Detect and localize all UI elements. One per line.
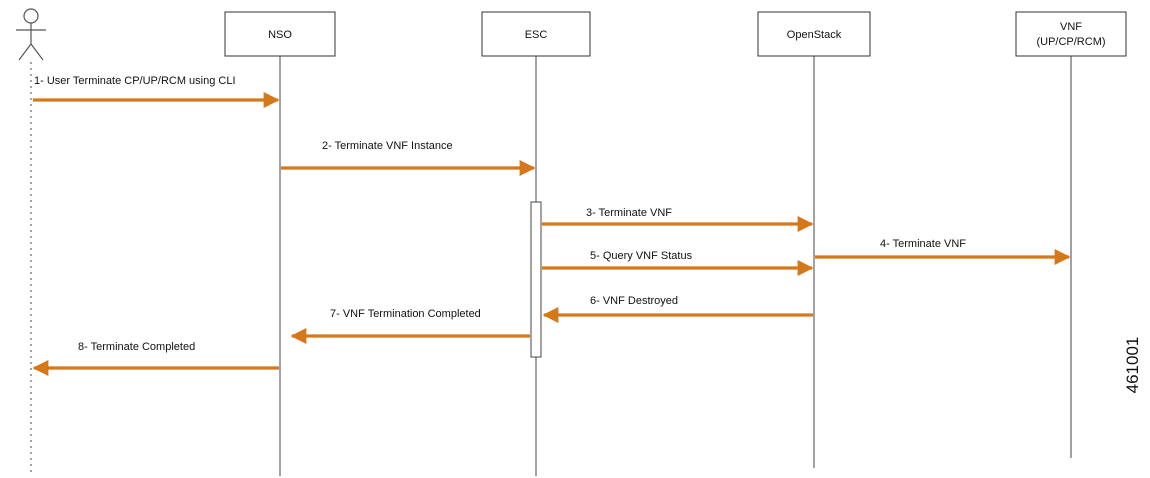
user-actor xyxy=(16,8,46,476)
message-1-label: 1- User Terminate CP/UP/RCM using CLI xyxy=(34,75,236,87)
stick-figure-icon xyxy=(16,8,46,61)
message-3: 3- Terminate VNF xyxy=(542,207,814,232)
message-7-label: 7- VNF Termination Completed xyxy=(330,308,481,320)
esc-box xyxy=(481,11,591,57)
participant-nso: NSO xyxy=(224,11,336,476)
esc-label: ESC xyxy=(525,29,548,41)
vnf-label-line1: VNF xyxy=(1060,21,1082,33)
message-2-label: 2- Terminate VNF Instance xyxy=(322,140,453,152)
message-4-label: 4- Terminate VNF xyxy=(880,238,966,250)
message-6-label: 6- VNF Destroyed xyxy=(590,295,678,307)
participant-openstack: OpenStack xyxy=(757,11,871,468)
message-7: 7- VNF Termination Completed xyxy=(290,308,530,344)
openstack-box xyxy=(757,11,871,57)
message-6: 6- VNF Destroyed xyxy=(542,295,813,323)
message-1: 1- User Terminate CP/UP/RCM using CLI xyxy=(33,75,280,108)
nso-box xyxy=(224,11,336,57)
openstack-label: OpenStack xyxy=(787,29,842,41)
participant-vnf: VNF (UP/CP/RCM) xyxy=(1015,11,1127,458)
message-5: 5- Query VNF Status xyxy=(542,250,814,276)
message-8-label: 8- Terminate Completed xyxy=(78,341,195,353)
esc-activation-bar xyxy=(530,201,542,358)
message-8: 8- Terminate Completed xyxy=(32,341,279,376)
vnf-label-line2: (UP/CP/RCM) xyxy=(1036,36,1105,48)
message-2: 2- Terminate VNF Instance xyxy=(281,140,536,176)
nso-label: NSO xyxy=(268,29,292,41)
figure-id-label: 461001 xyxy=(1123,337,1142,394)
message-4: 4- Terminate VNF xyxy=(815,238,1071,265)
message-3-label: 3- Terminate VNF xyxy=(586,207,672,219)
message-5-label: 5- Query VNF Status xyxy=(590,250,693,262)
vnf-box xyxy=(1015,11,1127,57)
